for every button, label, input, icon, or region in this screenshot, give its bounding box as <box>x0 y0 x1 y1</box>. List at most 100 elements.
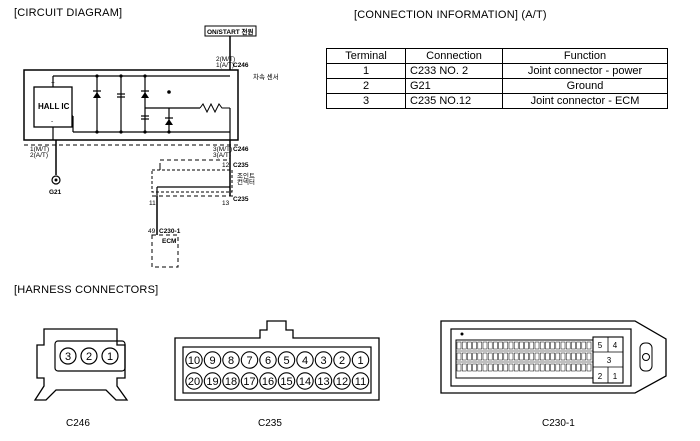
c235-pin-label: 10 <box>188 355 200 367</box>
ecm-box <box>151 234 179 268</box>
c235-pin <box>277 372 296 390</box>
c235-name-lower: C235 <box>233 196 249 203</box>
table-row: 1 C233 NO. 2 Joint connector - power <box>326 63 668 79</box>
c230-1-pin-cell <box>555 363 561 372</box>
c235-pin <box>296 351 314 369</box>
sensor-label: 차속 센서 <box>253 72 279 81</box>
c230-1-pin-cell <box>555 341 561 350</box>
c230-1-housing <box>440 320 667 394</box>
c235-pin-label: 7 <box>246 355 252 367</box>
c235-pin-label: 5 <box>283 355 289 367</box>
connector-c230-1 <box>440 320 667 394</box>
c235-pin-label: 18 <box>225 376 237 388</box>
c235-pin-label: 12 <box>336 376 348 388</box>
c246-pin <box>101 347 119 365</box>
connection-info-title: [CONNECTION INFORMATION] (A/T) <box>354 9 547 21</box>
c246-pin <box>59 347 77 365</box>
c230-1-pin-cell <box>477 363 483 372</box>
c230-1-pin-cell <box>539 363 545 372</box>
c235-pin-upper: 12 <box>222 162 230 169</box>
c246-housing <box>33 328 129 401</box>
c230-1-pin-cell <box>487 363 493 372</box>
c246-top-pin1: 2(M/T) <box>216 56 235 63</box>
ecm-conn: C230-1 <box>159 228 181 235</box>
c235-pin-label: 11 <box>355 376 366 388</box>
c230-1-pin-cell <box>534 352 540 361</box>
c246-pin-label: 2 <box>86 351 92 363</box>
c230-1-pin-cell <box>576 352 581 361</box>
circuit-diagram <box>23 25 257 268</box>
c235-pin-label: 17 <box>243 376 255 388</box>
c230-1-pin-cell <box>545 363 550 372</box>
c230-1-pin-cell <box>524 352 529 361</box>
c230-1-pin-cell <box>586 341 592 350</box>
c246-pin <box>80 347 98 365</box>
c235-pin-label: 9 <box>209 355 215 367</box>
c230-1-pin-cell <box>571 352 576 361</box>
c230-1-pin-cell <box>467 341 472 350</box>
connector-c246 <box>33 328 129 401</box>
c230-1-pin-cell <box>467 363 472 372</box>
c230-1-pin-cell <box>493 352 498 361</box>
c235-pin-label: 16 <box>262 376 274 388</box>
c230-1-pin-cell <box>472 341 477 350</box>
c230-1-pin-cell <box>487 341 493 350</box>
c230-1-pin-cell <box>456 352 462 361</box>
c230-1-pin-cell <box>545 341 550 350</box>
c230-1-pin-cell <box>539 352 545 361</box>
c230-1-pin-cell <box>581 341 587 350</box>
c230-1-caption: C230-1 <box>542 418 575 429</box>
connector-c235 <box>174 320 380 401</box>
c230-1-pin-cell <box>508 352 514 361</box>
c230-1-pin-cell <box>550 352 555 361</box>
c230-1-pin-cell <box>498 352 503 361</box>
c230-1-pin-cell <box>565 341 571 350</box>
c235-pin <box>333 372 351 390</box>
c230-1-pin-cell <box>472 363 477 372</box>
circuit-diagram-title: [CIRCUIT DIAGRAM] <box>14 7 123 19</box>
right-pin2: 3(A/T) <box>213 152 231 159</box>
c230-1-pin-cell <box>482 363 488 372</box>
c235-pin <box>185 372 203 390</box>
c230-1-pin-cell <box>550 363 555 372</box>
left-pin1: 1(M/T) <box>30 146 49 153</box>
c235-pin-label: 4 <box>302 355 308 367</box>
c230-1-pin-cell <box>571 363 576 372</box>
hall-ic-label: HALL IC <box>38 102 70 111</box>
c235-pin-label: 2 <box>339 355 345 367</box>
c235-pin <box>333 351 351 369</box>
cell-function: Joint connector - ECM <box>502 93 668 109</box>
c230-1-pin-cell <box>529 352 535 361</box>
c230-1-pin-cell <box>519 352 524 361</box>
c235-pin-label: 1 <box>357 355 363 367</box>
c230-1-pin-cell <box>560 363 566 372</box>
c246-pin-label: 3 <box>65 351 71 363</box>
c235-pin <box>259 372 277 390</box>
c230-1-pin-cell <box>461 341 467 350</box>
c235-pin <box>259 351 277 369</box>
connection-table: Terminal Connection Function 1 C233 NO. … <box>326 48 668 109</box>
c230-1-pin-cell <box>524 363 529 372</box>
c230-1-pin-cell <box>482 341 488 350</box>
ecm-name: ECM <box>162 238 176 245</box>
c230-1-pin-cell <box>534 363 540 372</box>
ecm-pin: 49 <box>148 228 156 235</box>
c230-1-pin-cell <box>550 341 555 350</box>
c230-1-pin-cell <box>524 341 529 350</box>
joint-label-2: 컨넥터 <box>237 177 255 186</box>
c235-pin <box>351 351 370 369</box>
c235-pin <box>203 351 222 369</box>
c235-pin-label: 20 <box>188 376 200 388</box>
c230-1-pin-cell <box>456 363 462 372</box>
c230-1-pin-cell <box>513 363 519 372</box>
c230-1-pin-cell <box>503 363 509 372</box>
table-header-row: Terminal Connection Function <box>326 48 668 64</box>
c230-1-pin-cell <box>560 352 566 361</box>
table-row: 2 G21 Ground <box>326 78 668 94</box>
c230-1-pin-cell <box>477 341 483 350</box>
pin-13: 13 <box>222 200 230 207</box>
c230-1-pin-cell <box>519 363 524 372</box>
minus-sign: - <box>51 118 53 125</box>
